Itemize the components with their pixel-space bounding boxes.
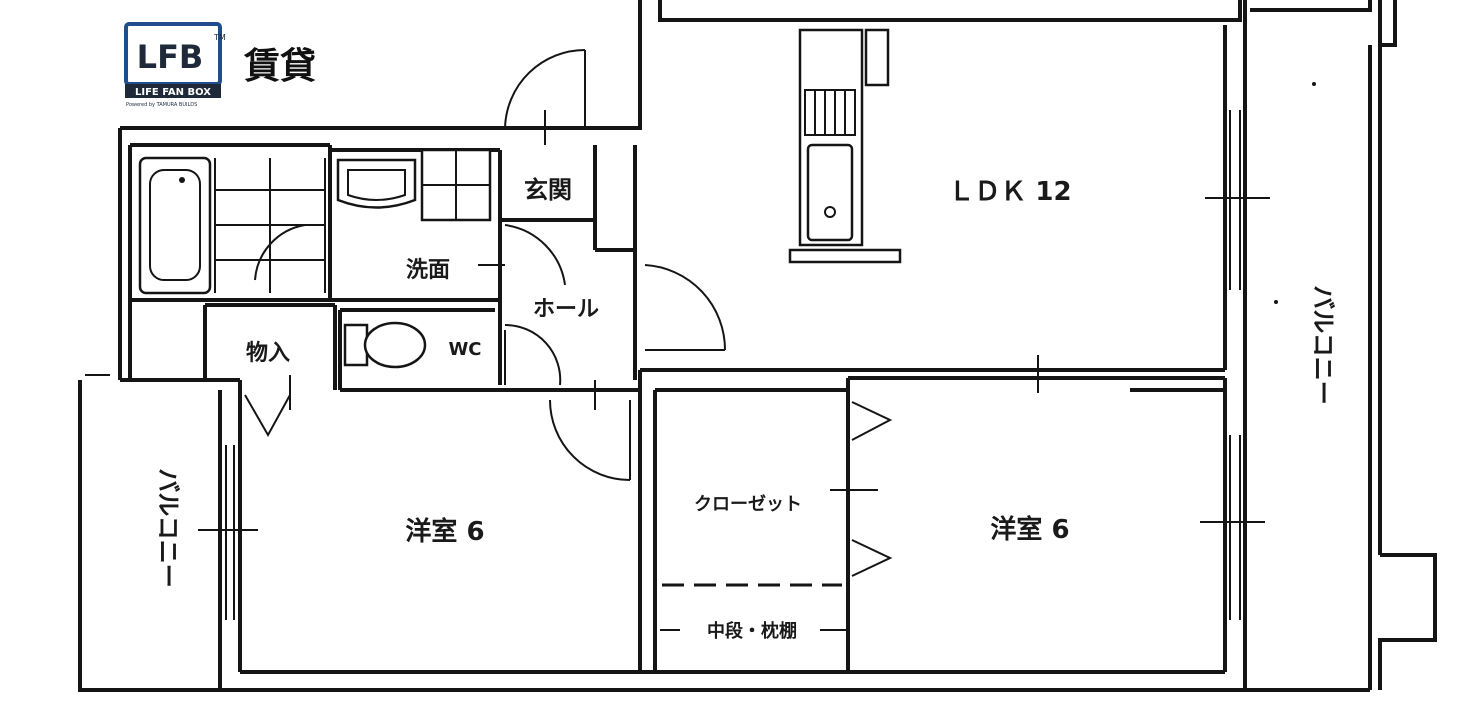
label-ldk: ＬＤＫ 12	[948, 177, 1071, 207]
label-genkan: 玄関	[524, 176, 572, 204]
label-western-left: 洋室 6	[405, 516, 484, 547]
label-hall: ホール	[533, 297, 599, 322]
interior-walls	[85, 0, 1247, 690]
lfb-logo: LFB TM LIFE FAN BOX Powered by TAMURA BU…	[124, 22, 316, 108]
doors	[244, 49, 893, 577]
label-senmen: 洗面	[406, 258, 450, 283]
rental-label: 賃貸	[243, 46, 316, 87]
fridge-space	[864, 28, 890, 87]
toilet-icon	[363, 321, 427, 369]
label-chudan: 中段・枕棚	[707, 620, 797, 642]
windows	[198, 110, 1270, 620]
bathtub-icon	[138, 156, 212, 295]
label-closet: クローゼット	[694, 493, 802, 515]
sink-grid	[804, 89, 856, 136]
label-monoire: 物入	[246, 340, 290, 366]
label-balcony-right: バルコニー	[1309, 285, 1337, 405]
kitchen-sink-icon	[806, 143, 854, 242]
toilet-tank	[343, 323, 369, 367]
outer-walls	[78, 0, 1437, 692]
room-labels: ＬＤＫ 12 玄関 洗面 ホール 物入 WC クローゼット 中段・枕棚 洋室 6…	[154, 176, 1337, 642]
fixtures	[138, 28, 1316, 631]
counter-edge	[788, 248, 902, 264]
washbasin-icon	[336, 158, 417, 209]
logo-name: LIFE FAN BOX	[135, 87, 211, 98]
logo-powered: Powered by TAMURA BUILDS	[126, 102, 197, 108]
label-balcony-left: バルコニー	[154, 468, 182, 588]
logo-trademark: TM	[213, 33, 226, 42]
label-western-right: 洋室 6	[990, 514, 1069, 545]
label-wc: WC	[448, 339, 481, 360]
bath-floor-grid	[214, 158, 326, 293]
logo-mark: LFB	[137, 38, 204, 76]
